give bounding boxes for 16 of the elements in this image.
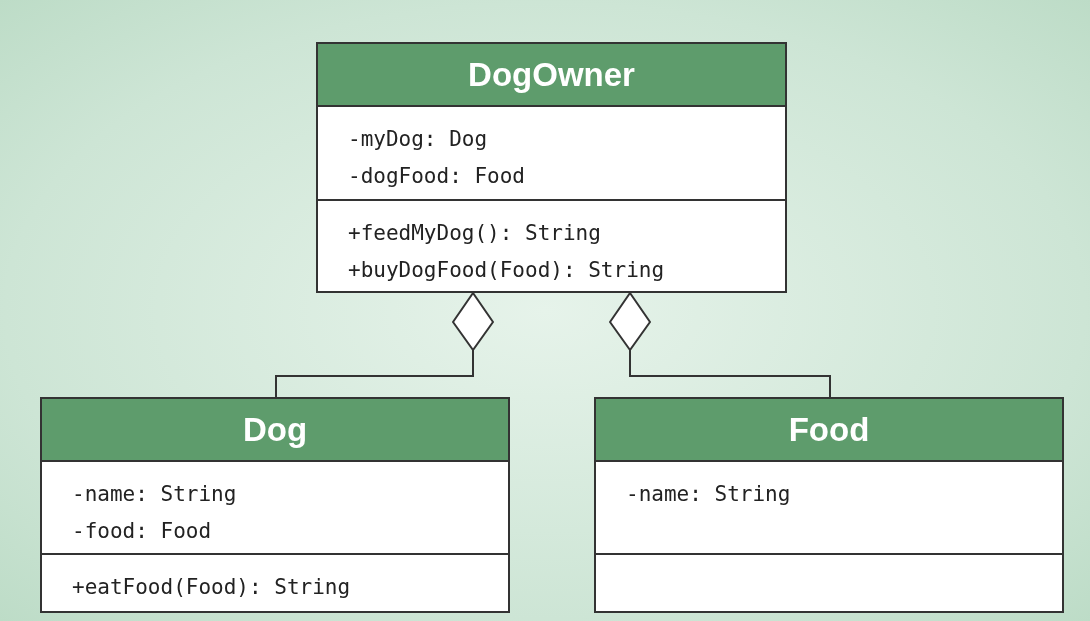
class-member: -myDog: Dog <box>348 126 488 154</box>
aggregation-connector <box>609 292 831 398</box>
class-member: +feedMyDog(): String <box>348 219 601 247</box>
class-member: -name: String <box>626 481 791 509</box>
class-name: Food <box>788 409 870 450</box>
class-name: Dog <box>242 409 308 450</box>
class-member: +buyDogFood(Food): String <box>348 256 665 284</box>
class-box <box>316 42 787 293</box>
aggregation-connector <box>275 292 494 398</box>
class-box <box>594 397 1064 613</box>
class-member: -food: Food <box>72 518 212 546</box>
class-member: +eatFood(Food): String <box>72 574 351 602</box>
class-box <box>40 397 510 613</box>
class-name: DogOwner <box>468 54 635 95</box>
class-member: -dogFood: Food <box>348 163 525 191</box>
class-member: -name: String <box>72 481 237 509</box>
